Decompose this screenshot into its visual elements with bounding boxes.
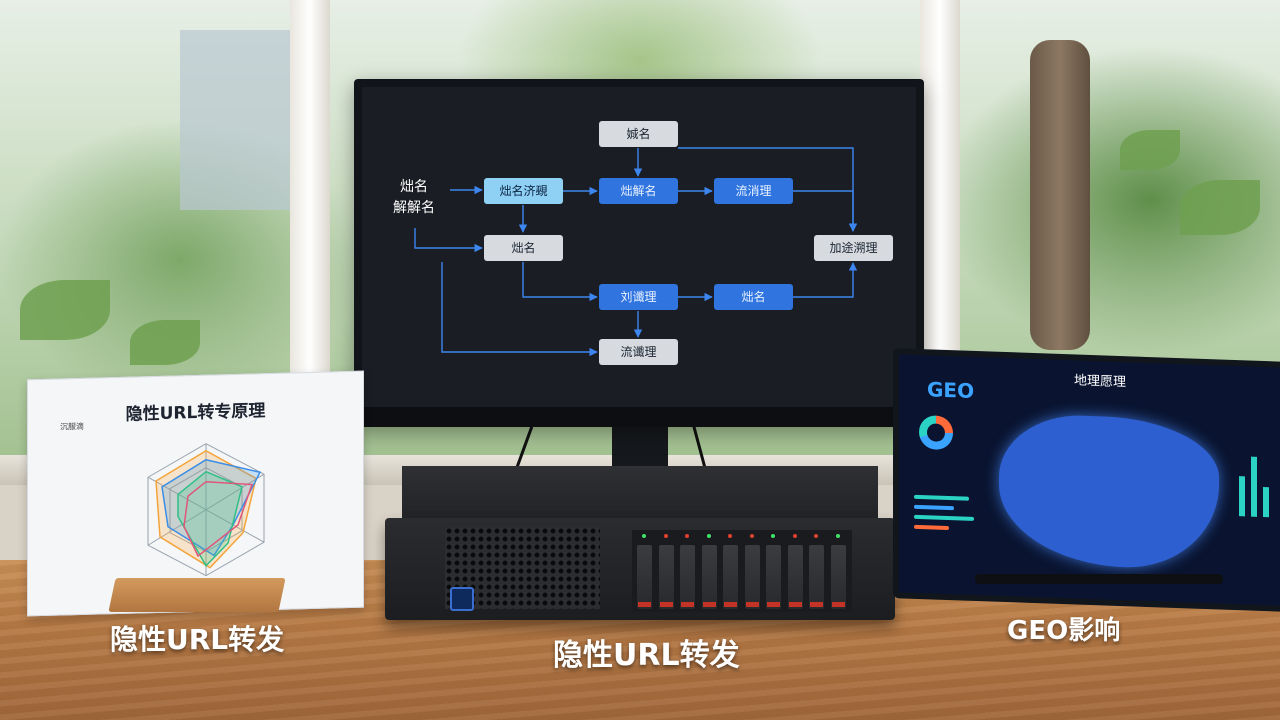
donut-chart <box>919 415 953 451</box>
distant-building <box>180 30 290 210</box>
stat-bar <box>914 524 949 531</box>
status-led <box>706 534 711 538</box>
stat-column <box>1263 487 1269 518</box>
tree-trunk <box>1030 40 1090 350</box>
caption-right: GEO影响 <box>1007 616 1121 646</box>
foliage <box>1120 130 1180 170</box>
status-led <box>792 534 797 538</box>
flow-node-resolve: 炪解名 <box>599 178 678 204</box>
card-stand <box>108 578 286 612</box>
radar-series <box>177 470 243 567</box>
flow-node-domain: 炪名 <box>484 235 563 261</box>
stat-bar <box>914 504 954 511</box>
radar-series <box>183 480 254 558</box>
flow-node-top: 娍名 <box>599 121 678 147</box>
flow-node-process: 刘谶理 <box>599 284 678 310</box>
flow-node-parse: 炪名济覡 <box>484 178 563 204</box>
drive-slot <box>658 545 674 609</box>
drive-slot <box>766 545 781 609</box>
status-led <box>728 534 732 538</box>
foliage <box>130 320 200 365</box>
drive-slot <box>701 545 717 609</box>
flow-node-merge: 加途溯理 <box>814 235 893 261</box>
foliage <box>20 280 110 340</box>
source-domain-label: 炪名 解解名 <box>393 179 435 216</box>
status-led <box>835 534 840 538</box>
drive-slot <box>723 545 738 609</box>
dashboard-title: 地理愿理 <box>1074 373 1127 391</box>
radar-axis <box>147 473 265 546</box>
drive-slot <box>830 545 846 609</box>
power-button <box>450 587 474 611</box>
radar-series <box>155 449 257 569</box>
drive-slot <box>637 545 652 609</box>
caption-center: 隐性URL转发 <box>553 638 740 673</box>
monitor-chin <box>354 407 924 427</box>
status-led <box>642 534 646 538</box>
stat-column <box>1251 456 1257 517</box>
status-led <box>749 534 754 538</box>
caption-left: 隐性URL转发 <box>110 623 285 656</box>
stat-bar <box>914 494 969 501</box>
stat-column <box>1239 476 1245 517</box>
status-led <box>685 534 689 538</box>
geo-logo: GEO <box>927 377 975 403</box>
flow-node-bottom: 流谶理 <box>599 339 678 365</box>
drive-slot <box>744 545 760 609</box>
flow-node-output: 炪名 <box>714 284 793 310</box>
status-led <box>814 534 818 538</box>
flow-node-flow: 流消理 <box>714 178 793 204</box>
status-led <box>771 534 775 538</box>
drive-slot <box>809 545 824 609</box>
server-top <box>402 466 878 520</box>
foliage <box>1180 180 1260 235</box>
china-map <box>999 412 1219 571</box>
drive-slot <box>787 545 803 609</box>
drive-slot <box>680 545 695 609</box>
geo-dashboard-tablet: GEO 地理愿理 <box>893 348 1280 612</box>
stat-bar <box>914 514 974 521</box>
tablet-stand <box>975 574 1223 584</box>
radar-chart <box>147 443 265 577</box>
status-led <box>663 534 668 538</box>
info-card: 隐性URL转专原理 沉服滴 <box>27 370 364 617</box>
